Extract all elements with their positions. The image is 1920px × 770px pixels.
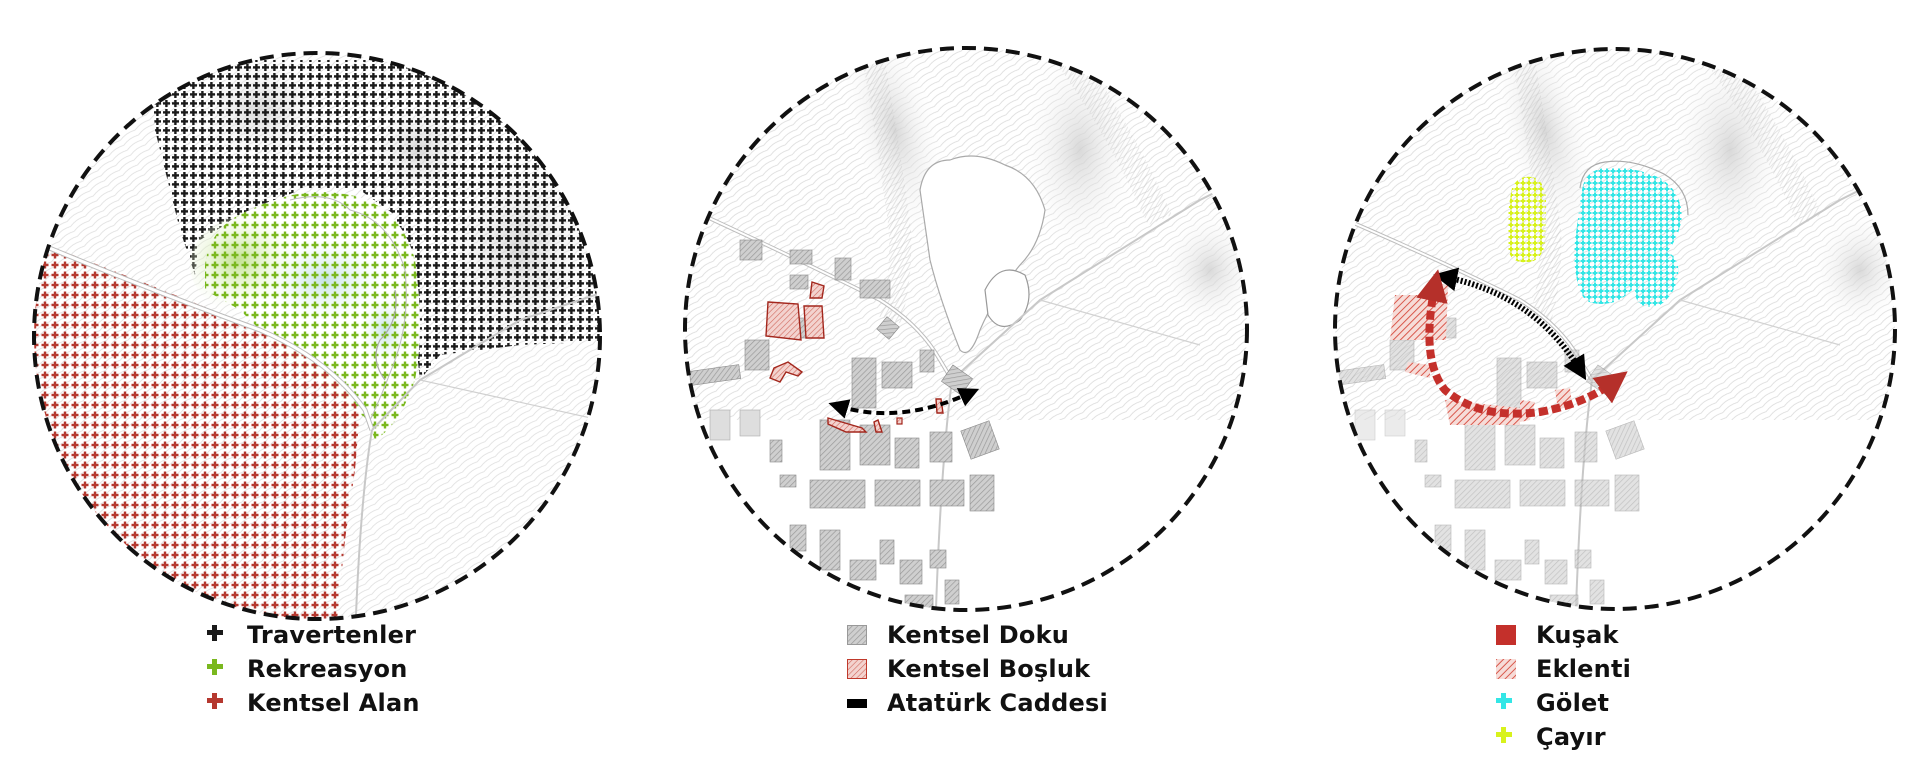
legend-site-zones: Travertenler Rekreasyon Kentsel Alan — [207, 618, 420, 720]
urban-fabric-map — [683, 46, 1249, 612]
belt-route-arrow[interactable] — [1416, 269, 1628, 418]
legend-label: Rekreasyon — [247, 655, 408, 683]
site-boundary-circle — [1333, 47, 1897, 611]
legend-item-urban-fabric: Kentsel Doku — [847, 618, 1108, 652]
legend-label: Eklenti — [1536, 655, 1632, 683]
panel-site-zones: Travertenler Rekreasyon Kentsel Alan — [0, 0, 640, 770]
plus-icon — [207, 693, 227, 713]
legend-label: Kentsel Doku — [887, 621, 1070, 649]
legend-item-annex: Eklenti — [1496, 652, 1631, 686]
legend-label: Gölet — [1536, 689, 1610, 717]
site-zones-map — [32, 51, 602, 621]
travertine-zone — [150, 60, 600, 380]
legend-item-pond: Gölet — [1496, 686, 1631, 720]
legend-label: Kentsel Alan — [247, 689, 420, 717]
site-boundary-circle — [683, 46, 1249, 612]
legend-label: Kuşak — [1536, 621, 1619, 649]
legend-urban-fabric: Kentsel Doku Kentsel Boşluk Atatürk Cadd… — [847, 618, 1108, 720]
hatch-gray-icon — [847, 625, 867, 645]
legend-item-urban-area: Kentsel Alan — [207, 686, 420, 720]
legend-item-ataturk-avenue: Atatürk Caddesi — [847, 686, 1108, 720]
ataturk-avenue-arrow[interactable] — [828, 388, 980, 419]
plus-icon — [1496, 727, 1516, 747]
legend-label: Atatürk Caddesi — [887, 689, 1108, 717]
meadow-zone — [1507, 176, 1546, 263]
proposal-map — [1333, 47, 1897, 611]
legend-item-travertine: Travertenler — [207, 618, 420, 652]
panel-proposal: Kuşak Eklenti Gölet Çayır — [1280, 0, 1920, 770]
plus-icon — [207, 659, 227, 679]
hatch-red-icon — [847, 659, 867, 679]
legend-item-meadow: Çayır — [1496, 720, 1631, 754]
site-boundary-circle — [32, 51, 602, 621]
legend-item-belt: Kuşak — [1496, 618, 1631, 652]
plus-icon — [207, 625, 227, 645]
legend-item-recreation: Rekreasyon — [207, 652, 420, 686]
legend-label: Travertenler — [247, 621, 417, 649]
legend-item-urban-void: Kentsel Boşluk — [847, 652, 1108, 686]
hatch-red-icon — [1496, 659, 1516, 679]
bar-icon — [847, 693, 867, 713]
legend-label: Kentsel Boşluk — [887, 655, 1091, 683]
plus-icon — [1496, 693, 1516, 713]
urban-void-parcels — [765, 281, 944, 433]
panel-urban-fabric: Kentsel Doku Kentsel Boşluk Atatürk Cadd… — [640, 0, 1280, 770]
legend-proposal: Kuşak Eklenti Gölet Çayır — [1496, 618, 1631, 754]
pond-outline — [919, 155, 1046, 354]
solid-square-icon — [1496, 625, 1516, 645]
pond-zone-small — [1635, 251, 1679, 308]
legend-label: Çayır — [1536, 723, 1606, 751]
